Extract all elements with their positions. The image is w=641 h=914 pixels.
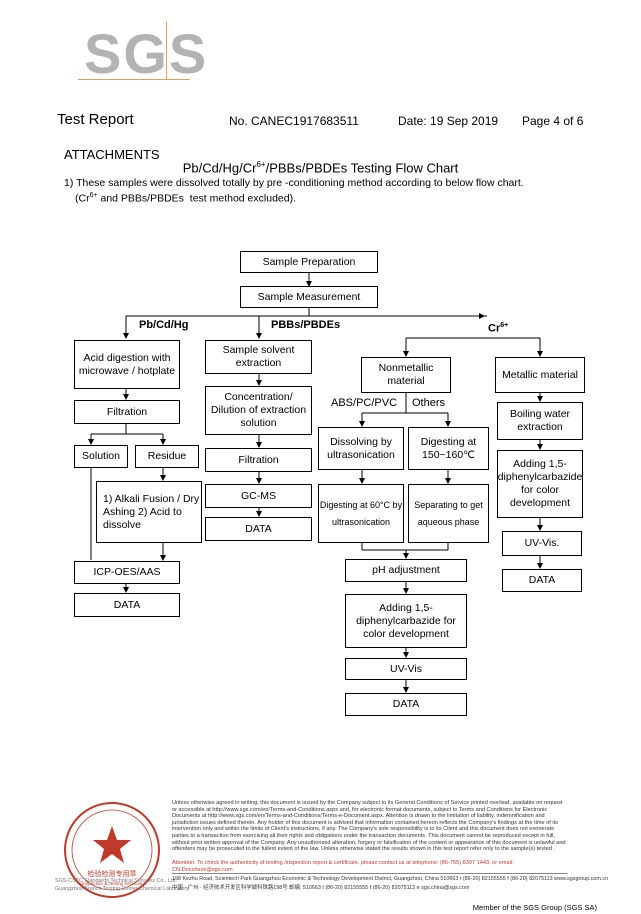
page-number: Page 4 of 6	[522, 114, 584, 128]
member-line: Member of the SGS Group (SGS SA)	[472, 903, 597, 912]
branch-label-cr: Cr6+	[488, 322, 509, 335]
logo-rule-vertical	[166, 22, 167, 80]
alkali-fusion-box: 1) Alkali Fusion / Dry Ashing 2) Acid to…	[96, 481, 202, 543]
branch-label-pbbs: PBBs/PBDEs	[271, 319, 341, 331]
footer-address-cn: 中国 · 广州 · 经济技术开发区科学城科珠路198号 邮编: 510663 t…	[172, 885, 470, 891]
gcms-box: GC-MS	[205, 484, 312, 508]
branch-label-pbcdhg: Pb/Cd/Hg	[139, 319, 189, 331]
footer-attention: Attention: To check the authenticity of …	[172, 860, 514, 873]
company-seal: 检验检测专用章 Inspection & Testing Services	[64, 802, 160, 898]
filtration-box-left: Filtration	[74, 400, 180, 424]
metallic-box: Metallic material	[495, 357, 585, 393]
flow-chart-title: Pb/Cd/Hg/Cr6+/PBBs/PBDEs Testing Flow Ch…	[182, 160, 459, 176]
sample-preparation-box: Sample Preparation	[240, 251, 378, 273]
filtration-box-pbbs: Filtration	[205, 448, 312, 472]
seal-cn-text: 检验检测专用章	[88, 869, 137, 878]
sgs-logo: SGS	[78, 22, 206, 86]
digesting-150-box: Digesting at 150~160℃	[408, 427, 489, 470]
separating-box: Separating to get aqueous phase	[408, 484, 489, 543]
note-line-1: 1) These samples were dissolved totally …	[64, 177, 524, 189]
adding-reagent-box-right: Adding 1,5-diphenylcarbazide for color d…	[497, 450, 583, 518]
report-title: Test Report	[57, 111, 134, 128]
note-line-2: (Cr6+ and PBBs/PBDEs test method exclude…	[75, 192, 296, 205]
report-number: No. CANEC1917683511	[229, 114, 359, 128]
logo-rule	[78, 79, 190, 80]
dissolving-box: Dissolving by ultrasonication	[318, 427, 404, 470]
nonmetallic-box: Nonmetallic material	[361, 357, 451, 393]
lab-name-en: SGS-CSTC Standards Technical Services Co…	[55, 878, 177, 884]
logo-text: SGS	[84, 22, 209, 85]
lab-branch: Guangzhou Branch Testing Center Chemical…	[55, 886, 189, 892]
adding-reagent-box-center: Adding 1,5-diphenylcarbazide for color d…	[345, 594, 467, 648]
concentration-box: Concentration/ Dilution of extraction so…	[205, 386, 312, 435]
others-label: Others	[412, 397, 446, 409]
data-box-left: DATA	[74, 593, 180, 617]
solution-box: Solution	[74, 445, 128, 468]
solvent-extraction-box: Sample solvent extraction	[205, 340, 312, 374]
abs-pc-pvc-label: ABS/PC/PVC	[331, 397, 398, 409]
footer-disclaimer: Unless otherwise agreed in writing, this…	[172, 800, 566, 853]
footer-address-en: 198 Kezhu Road, Scientech Park Guangzhou…	[172, 876, 609, 882]
residue-box: Residue	[135, 445, 199, 468]
seal-en-text: Inspection & Testing Services	[82, 881, 143, 886]
data-box-center: DATA	[345, 693, 467, 716]
icp-box: ICP-OES/AAS	[74, 561, 180, 584]
report-date: Date: 19 Sep 2019	[398, 114, 499, 128]
uvvis-box-center: UV-Vis	[345, 658, 467, 680]
ph-adjustment-box: pH adjustment	[345, 559, 467, 582]
digesting-60-box: Digesting at 60°C by ultrasonication	[318, 484, 404, 543]
footer-divider	[172, 873, 567, 874]
acid-digestion-box: Acid digestion with microwave / hotplate	[74, 340, 180, 389]
boiling-box: Boiling water extraction	[497, 402, 583, 440]
sample-measurement-box: Sample Measurement	[240, 286, 378, 308]
data-box-right: DATA	[502, 569, 582, 592]
data-box-pbbs: DATA	[205, 517, 312, 541]
attachments-heading: ATTACHMENTS	[64, 147, 160, 162]
uvvis-box-right: UV-Vis.	[502, 531, 582, 556]
